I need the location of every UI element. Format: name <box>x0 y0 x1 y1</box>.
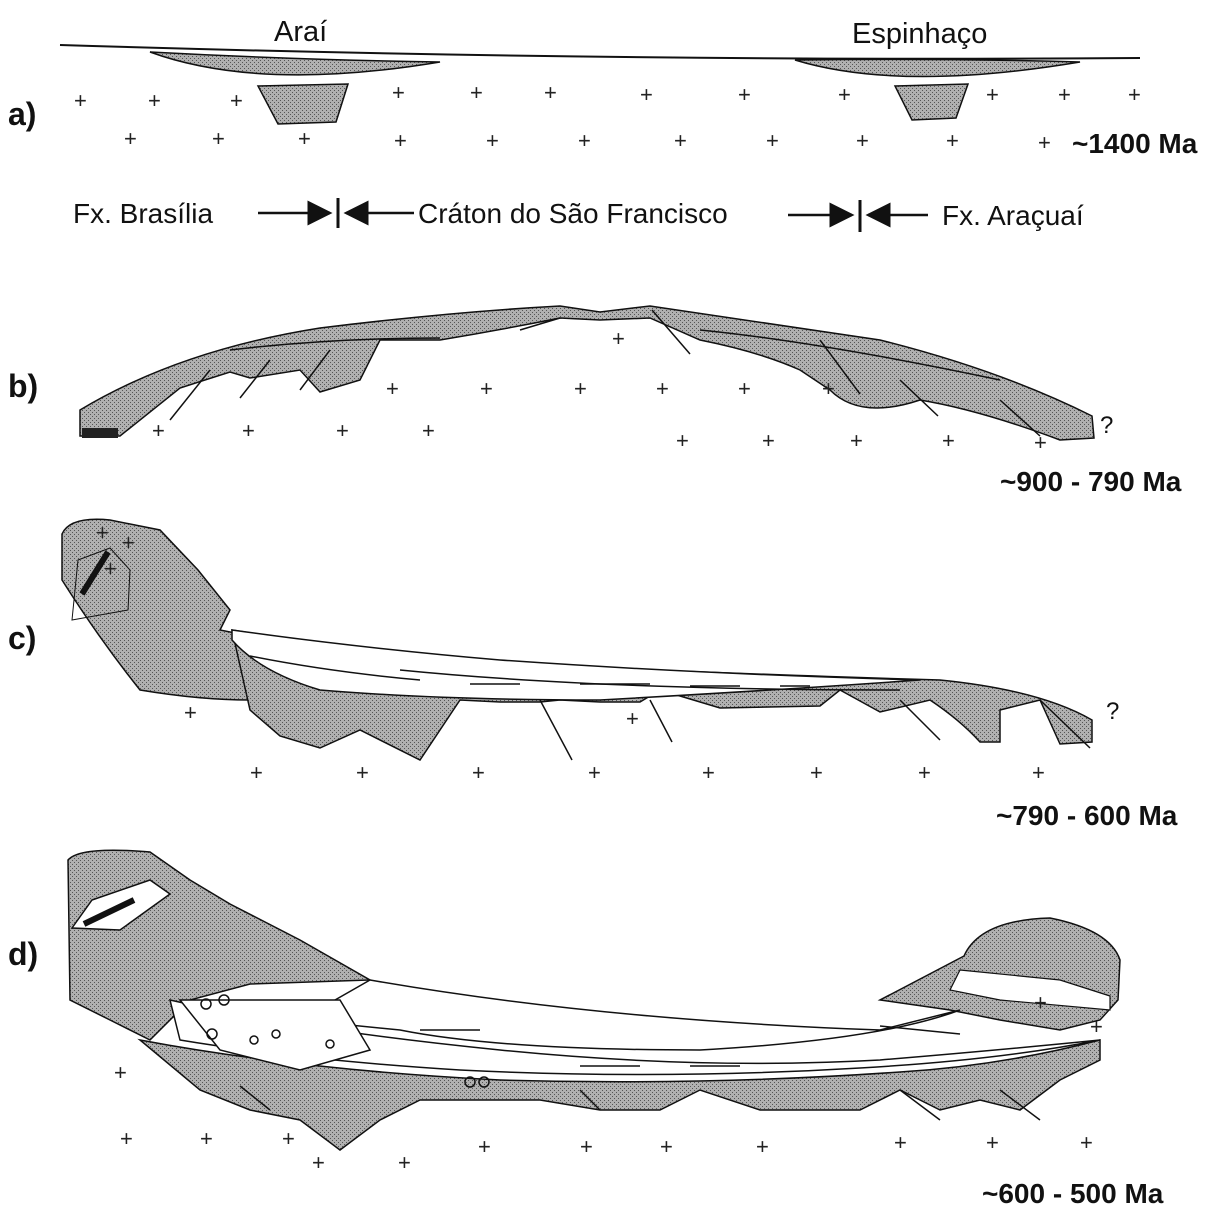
svg-text:+: + <box>894 1130 907 1155</box>
svg-text:+: + <box>986 82 999 107</box>
svg-text:+: + <box>544 80 557 105</box>
svg-text:+: + <box>486 128 499 153</box>
section-b: + + + + + + + + + + + + + + + + <box>80 306 1094 455</box>
svg-text:+: + <box>810 760 823 785</box>
svg-text:+: + <box>850 428 863 453</box>
section-c: +++ +++ +++ +++ + <box>62 519 1092 785</box>
section-d: + + + + + + + + + + + + + + + <box>68 850 1120 1175</box>
svg-text:+: + <box>250 760 263 785</box>
svg-text:+: + <box>1034 990 1047 1015</box>
svg-text:+: + <box>580 1134 593 1159</box>
svg-text:+: + <box>738 376 751 401</box>
svg-text:+: + <box>122 530 135 555</box>
svg-text:+: + <box>676 428 689 453</box>
svg-text:+: + <box>640 82 653 107</box>
svg-text:+: + <box>392 80 405 105</box>
svg-text:+: + <box>114 1060 127 1085</box>
svg-text:+: + <box>104 556 117 581</box>
basement-crosses-a: +++ +++ +++ +++ +++ +++ +++ ++ <box>74 80 1141 155</box>
svg-text:+: + <box>1128 82 1141 107</box>
svg-text:+: + <box>838 82 851 107</box>
svg-text:+: + <box>472 760 485 785</box>
svg-text:+: + <box>656 376 669 401</box>
oceanic-crust-sliver <box>82 428 118 438</box>
svg-text:+: + <box>942 428 955 453</box>
svg-text:+: + <box>124 126 137 151</box>
svg-text:+: + <box>702 760 715 785</box>
svg-text:+: + <box>152 418 165 443</box>
svg-text:+: + <box>74 88 87 113</box>
svg-text:+: + <box>1032 760 1045 785</box>
svg-text:+: + <box>230 88 243 113</box>
svg-text:+: + <box>282 1126 295 1151</box>
svg-text:+: + <box>856 128 869 153</box>
svg-text:+: + <box>766 128 779 153</box>
svg-text:+: + <box>588 760 601 785</box>
svg-text:+: + <box>184 700 197 725</box>
svg-text:+: + <box>96 520 109 545</box>
svg-text:+: + <box>386 376 399 401</box>
svg-text:+: + <box>1058 82 1071 107</box>
svg-text:+: + <box>762 428 775 453</box>
svg-text:+: + <box>312 1150 325 1175</box>
svg-text:+: + <box>986 1130 999 1155</box>
arai-basin-graben <box>258 84 348 124</box>
svg-text:+: + <box>578 128 591 153</box>
thrust-nappe-c <box>62 519 270 700</box>
domain-arrows <box>258 198 928 232</box>
svg-text:+: + <box>212 126 225 151</box>
svg-text:+: + <box>478 1134 491 1159</box>
svg-text:+: + <box>738 82 751 107</box>
svg-text:+: + <box>674 128 687 153</box>
svg-text:+: + <box>574 376 587 401</box>
svg-text:+: + <box>1034 430 1047 455</box>
svg-text:+: + <box>660 1134 673 1159</box>
svg-text:+: + <box>120 1126 133 1151</box>
svg-text:+: + <box>1080 1130 1093 1155</box>
espinhaco-basin-upper <box>795 59 1080 76</box>
svg-text:+: + <box>298 126 311 151</box>
svg-text:+: + <box>626 706 639 731</box>
svg-text:+: + <box>336 418 349 443</box>
svg-text:+: + <box>470 80 483 105</box>
rift-margin-sediments <box>80 306 1094 440</box>
svg-text:+: + <box>756 1134 769 1159</box>
espinhaco-basin-graben <box>895 84 968 120</box>
svg-text:+: + <box>242 418 255 443</box>
svg-text:+: + <box>394 128 407 153</box>
svg-text:+: + <box>356 760 369 785</box>
section-a: +++ +++ +++ +++ +++ +++ +++ ++ <box>60 45 1141 155</box>
svg-text:+: + <box>148 88 161 113</box>
svg-text:+: + <box>200 1126 213 1151</box>
svg-text:+: + <box>946 128 959 153</box>
svg-text:+: + <box>918 760 931 785</box>
svg-text:+: + <box>480 376 493 401</box>
svg-text:+: + <box>1038 130 1051 155</box>
svg-text:+: + <box>398 1150 411 1175</box>
arai-basin-upper <box>150 52 440 75</box>
svg-text:+: + <box>1090 1014 1103 1039</box>
svg-text:+: + <box>822 376 835 401</box>
svg-text:+: + <box>422 418 435 443</box>
svg-text:+: + <box>612 326 625 351</box>
